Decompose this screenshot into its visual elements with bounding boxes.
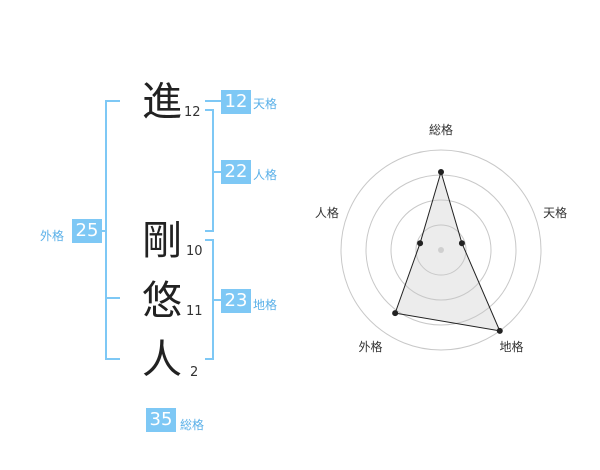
radar-axis-label-2: 地格 bbox=[500, 339, 524, 354]
radar-axis-label-4: 人格 bbox=[315, 205, 339, 220]
gaikaku-label: 外格 bbox=[40, 229, 65, 243]
soukaku-label: 総格 bbox=[180, 418, 205, 432]
radar-center bbox=[438, 247, 444, 253]
radar-axis-label-1: 天格 bbox=[543, 205, 567, 220]
jinkaku-label: 人格 bbox=[253, 168, 278, 182]
radar-point-0 bbox=[438, 169, 444, 175]
stroke-count-3: 11 bbox=[186, 304, 203, 319]
radar-ring-4 bbox=[340, 149, 542, 351]
radar-point-4 bbox=[417, 240, 424, 247]
radar-point-1 bbox=[458, 240, 465, 247]
jinkaku-value: 22 bbox=[221, 160, 251, 184]
name-char-2: 剛 bbox=[142, 218, 182, 264]
chikaku-value: 23 bbox=[221, 289, 251, 313]
radar-area bbox=[394, 170, 501, 332]
name-char-1: 進 bbox=[142, 79, 182, 125]
chikaku-label: 地格 bbox=[253, 298, 278, 312]
radar-axis-label-0: 総格 bbox=[429, 122, 453, 137]
radar-point-3 bbox=[392, 310, 399, 317]
stroke-count-4: 2 bbox=[190, 365, 199, 380]
gaikaku-value: 25 bbox=[72, 219, 102, 243]
soukaku-value: 35 bbox=[146, 408, 176, 432]
name-char-4: 人 bbox=[142, 337, 182, 383]
radar-point-2 bbox=[496, 327, 503, 334]
name-char-3: 悠 bbox=[142, 278, 182, 324]
radar-axis-label-3: 外格 bbox=[358, 339, 382, 354]
stroke-count-1: 12 bbox=[184, 105, 201, 120]
stroke-count-2: 10 bbox=[186, 244, 203, 259]
jinkaku-bracket bbox=[205, 109, 214, 232]
tenkaku-label: 天格 bbox=[253, 97, 278, 111]
radar-ring-2 bbox=[390, 199, 492, 301]
radar-ring-1 bbox=[415, 224, 467, 276]
tenkaku-value: 12 bbox=[221, 90, 251, 114]
